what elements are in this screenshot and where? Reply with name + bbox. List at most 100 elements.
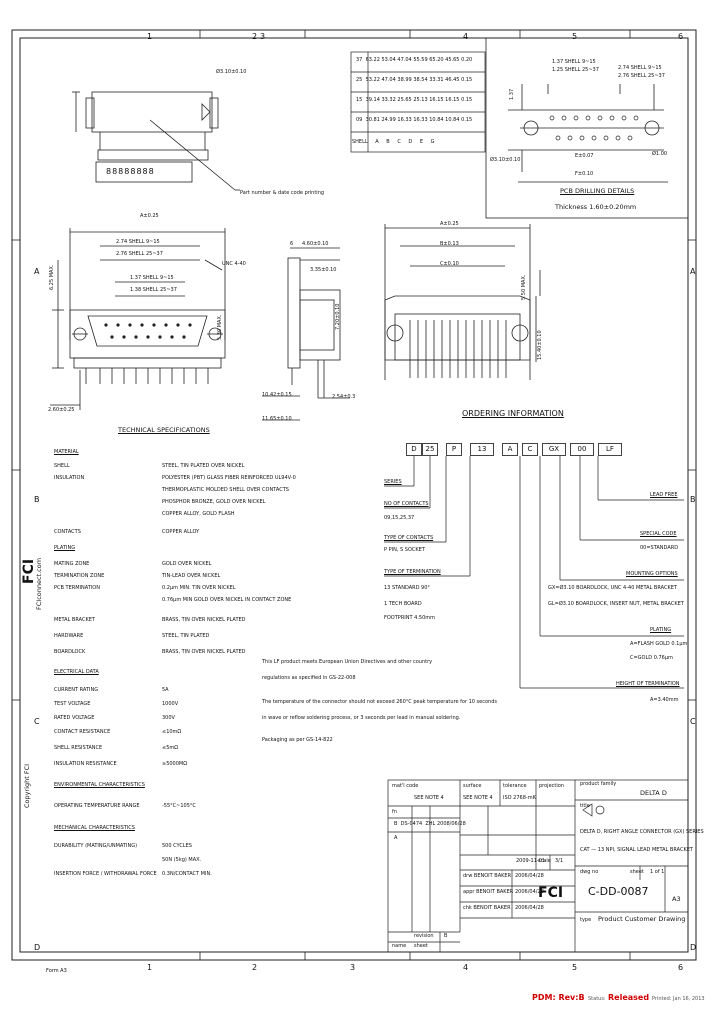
- front-dim-4: 1.37 SHELL 9~15: [130, 275, 174, 281]
- note-line: This LF product meets European Union Dir…: [262, 659, 433, 665]
- tech-spec-row: GOLD OVER NICKEL: [162, 561, 212, 567]
- right-dim-max: 5.50 MAX.: [521, 274, 527, 300]
- ordering-left-label: 09,15,25,37: [384, 515, 415, 521]
- tech-spec-row: 0.76µm MIN GOLD OVER NICKEL IN CONTACT Z…: [162, 597, 292, 603]
- top-view-marking: 88888888: [106, 167, 155, 176]
- tech-spec-row: 0.3N/CONTACT MIN.: [162, 871, 212, 877]
- col-label-4: 4: [463, 32, 469, 41]
- col-label-6: 6: [678, 32, 684, 41]
- front-dim-max2: 6.25 MAX.: [49, 264, 55, 290]
- side-brand-site: FCIconnect.com: [35, 557, 43, 610]
- tb-revision-val: B: [444, 933, 448, 939]
- ordering-left-label: P PIN, S SOCKET: [384, 547, 425, 553]
- top-view-dim: Ø3.10±0.10: [216, 69, 247, 75]
- tb-matcode-label: mat'l code: [392, 783, 419, 789]
- ordering-code-cell: GX: [542, 443, 566, 456]
- tech-spec-row: STEEL, TIN PLATED: [162, 633, 210, 639]
- dim-table-row-09: 09 30.81 24.99 16.33 16.33 10.84 10.84 0…: [356, 117, 473, 123]
- tech-spec-row: MATING ZONE: [54, 561, 90, 567]
- pcb-title: PCB DRILLING DETAILS: [560, 187, 635, 195]
- tech-spec-row: INSERTION FORCE / WITHDRAWAL FORCE: [54, 871, 157, 877]
- pcb-thickness: Thickness 1.60±0.20mm: [555, 203, 637, 211]
- pcb-dim-6: E±0.07: [575, 153, 594, 159]
- tech-spec-row: 50N (5kg) MAX.: [162, 857, 202, 863]
- tech-spec-row: RATED VOLTAGE: [54, 715, 95, 721]
- tech-spec-row: 0.2µm MIN. TIN OVER NICKEL: [162, 585, 236, 591]
- tb-approval-date: 2006/04/28: [515, 873, 544, 879]
- note-line: in wave or reflow soldering process, or …: [262, 715, 461, 721]
- tb-surface-val: SEE NOTE 4: [463, 795, 493, 801]
- col-label-1: 1: [147, 32, 153, 41]
- ordering-code-cell: D: [406, 443, 422, 456]
- ordering-left-label: 1 TECH BOARD: [384, 601, 422, 607]
- ordering-right-label: SPECIAL CODE: [640, 531, 677, 537]
- front-dim-max: 5.30 MAX.: [217, 314, 223, 340]
- tb-tolerance-label: tolerance: [503, 783, 527, 789]
- tech-spec-row: TEST VOLTAGE: [54, 701, 91, 707]
- front-dim-bottom: 2.60±0.25: [48, 407, 75, 413]
- tb-size: A3: [672, 895, 681, 903]
- ordering-left-label: TYPE OF TERMINATION: [384, 569, 441, 575]
- ordering-code-cell: C: [522, 443, 538, 456]
- tb-sheet2-label: sheet: [414, 943, 428, 949]
- tech-spec-row: PHOSPHOR BRONZE, GOLD OVER NICKEL: [162, 499, 266, 505]
- tech-spec-row: 300V: [162, 715, 175, 721]
- ordering-right-label: GX=Ø3.10 BOARDLOCK, UNC 4-40 METAL BRACK…: [548, 585, 677, 591]
- pcb-dim-1: 1.37 SHELL 9~15: [552, 59, 596, 65]
- tb-title-line2: CAT — 13 NPI, SIGNAL LEAD METAL BRACKET: [580, 847, 693, 853]
- tb-scale-label: scale: [538, 858, 551, 864]
- tech-spec-row: ≤10mΩ: [162, 729, 182, 735]
- tech-spec-row: 500 CYCLES: [162, 843, 192, 849]
- row-label-b-right: B: [690, 495, 696, 504]
- tech-spec-row: ≤5mΩ: [162, 745, 179, 751]
- tech-spec-row: DURABILITY (MATING/UNMATING): [54, 843, 138, 849]
- dim-table-row-15: 15 39.14 33.32 25.65 25.13 16.15 16.15 0…: [356, 97, 473, 103]
- footer-status-label: Status:: [588, 996, 606, 1002]
- ordering-right-label: GL=Ø3.10 BOARDLOCK, INSERT NUT, METAL BR…: [548, 601, 684, 607]
- front-dim-5: 1.38 SHELL 25~37: [130, 287, 177, 293]
- col-label-3: 3: [260, 32, 266, 41]
- tb-approval-row: chk BENOIT BAKER: [463, 905, 511, 911]
- tb-tolerance-val: ISO 2768-mK: [503, 795, 536, 801]
- front-dim-2: 2.74 SHELL 9~15: [116, 239, 160, 245]
- note-line: The temperature of the connector should …: [262, 699, 497, 705]
- tb-type-val: Product Customer Drawing: [598, 915, 686, 923]
- tech-spec-row: ≥5000MΩ: [162, 761, 188, 767]
- tb-fn-label: fn: [392, 809, 397, 815]
- right-dim-c: C±0.10: [440, 261, 459, 267]
- tb-sheet-val: 1 of 1: [650, 869, 665, 875]
- ordering-left-label: SERIES: [384, 479, 402, 485]
- tb-title-line1: DELTA D, RIGHT ANGLE CONNECTOR (GX) SERI…: [580, 829, 704, 835]
- row-label-a-right: A: [690, 267, 696, 276]
- front-dim-3: 2.76 SHELL 25~37: [116, 251, 163, 257]
- tb-approval-date: 2006/04/28: [515, 905, 544, 911]
- tb-projection-label: projection: [539, 783, 564, 789]
- ordering-right-label: 00=STANDARD: [640, 545, 679, 551]
- tb-matcode-val: SEE NOTE 4: [414, 795, 444, 801]
- front-dim-a: A±0.25: [140, 213, 159, 219]
- tb-revision-label: revision: [414, 933, 434, 939]
- tech-spec-row: METAL BRACKET: [54, 617, 95, 623]
- ordering-right-label: PLATING: [650, 627, 672, 633]
- pcb-dim-3: 2.74 SHELL 9~15: [618, 65, 662, 71]
- tech-spec-row: OPERATING TEMPERATURE RANGE: [54, 803, 140, 809]
- tech-spec-row: PCB TERMINATION: [54, 585, 100, 591]
- tb-scale-val: 3/1: [555, 858, 564, 864]
- side-brand-logo: FCI: [21, 558, 37, 584]
- dim-table-header: SHELL A B C D E G: [352, 139, 435, 145]
- col-label-1-bottom: 1: [147, 963, 153, 972]
- pcb-dim-5: 1.37: [509, 88, 515, 100]
- pcb-dim-8: Ø3.10±0.10: [490, 157, 521, 163]
- tech-spec-row: 5A: [162, 687, 169, 693]
- tech-spec-row: SHELL RESISTANCE: [54, 745, 103, 751]
- ordering-left-label: 13 STANDARD 90°: [384, 585, 430, 591]
- col-label-4-bottom: 4: [463, 963, 469, 972]
- tech-spec-row: BRASS, TIN OVER NICKEL PLATED: [162, 617, 246, 623]
- footer-status-val: Released: [608, 993, 650, 1002]
- ordering-right-label: A=3.40mm: [650, 697, 679, 703]
- tech-spec-material: MATERIAL: [54, 449, 79, 455]
- front-dim-unc: UNC 4-40: [222, 261, 246, 267]
- tech-spec-row: THERMOPLASTIC MOLDED SHELL OVER CONTACTS: [162, 487, 289, 493]
- side-dim-5: 10.42±0.15: [262, 392, 292, 398]
